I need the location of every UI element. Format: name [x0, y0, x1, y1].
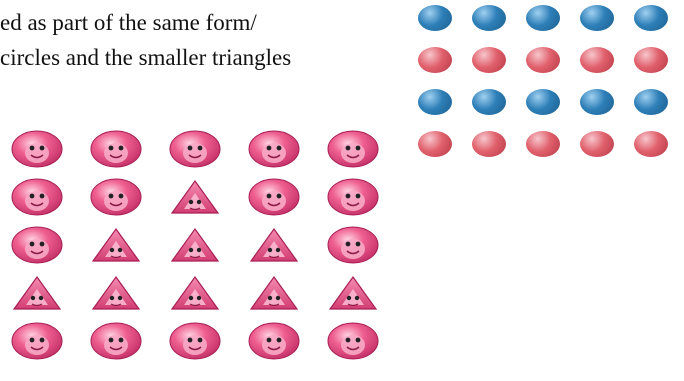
circle-face-icon	[324, 319, 382, 363]
circle-face-icon	[87, 127, 145, 171]
circle-face-icon	[324, 127, 382, 171]
caption-line-1: ed as part of the same form/	[0, 10, 257, 36]
blue-dot	[580, 89, 614, 115]
triangle-face-icon	[245, 223, 303, 267]
red-dot	[634, 47, 668, 73]
red-dot	[580, 131, 614, 157]
triangle-face-icon	[324, 271, 382, 315]
red-dot	[526, 131, 560, 157]
caption-line-2: circles and the smaller triangles	[0, 45, 291, 71]
circle-face-icon	[166, 319, 224, 363]
circle-face-icon	[324, 223, 382, 267]
circle-face-icon	[324, 175, 382, 219]
circle-face-icon	[8, 127, 66, 171]
colored-dots-grid	[418, 5, 684, 167]
circle-face-icon	[245, 175, 303, 219]
blue-dot	[418, 5, 452, 31]
blue-dot	[418, 89, 452, 115]
red-dot	[472, 131, 506, 157]
circle-face-icon	[245, 127, 303, 171]
red-dot	[634, 131, 668, 157]
circle-face-icon	[87, 175, 145, 219]
blue-dot	[526, 5, 560, 31]
circle-face-icon	[87, 319, 145, 363]
circle-face-icon	[8, 319, 66, 363]
circle-face-icon	[8, 223, 66, 267]
triangle-face-icon	[8, 271, 66, 315]
red-dot	[418, 47, 452, 73]
red-dot	[418, 131, 452, 157]
triangle-face-icon	[166, 223, 224, 267]
circle-face-icon	[8, 175, 66, 219]
blue-dot	[472, 89, 506, 115]
blue-dot	[634, 89, 668, 115]
shape-faces-grid	[0, 121, 390, 381]
red-dot	[526, 47, 560, 73]
blue-dot	[526, 89, 560, 115]
triangle-face-icon	[87, 271, 145, 315]
red-dot	[472, 47, 506, 73]
blue-dot	[472, 5, 506, 31]
triangle-face-icon	[166, 175, 224, 219]
red-dot	[580, 47, 614, 73]
circle-face-icon	[245, 319, 303, 363]
triangle-face-icon	[87, 223, 145, 267]
blue-dot	[634, 5, 668, 31]
circle-face-icon	[166, 127, 224, 171]
blue-dot	[580, 5, 614, 31]
triangle-face-icon	[166, 271, 224, 315]
triangle-face-icon	[245, 271, 303, 315]
